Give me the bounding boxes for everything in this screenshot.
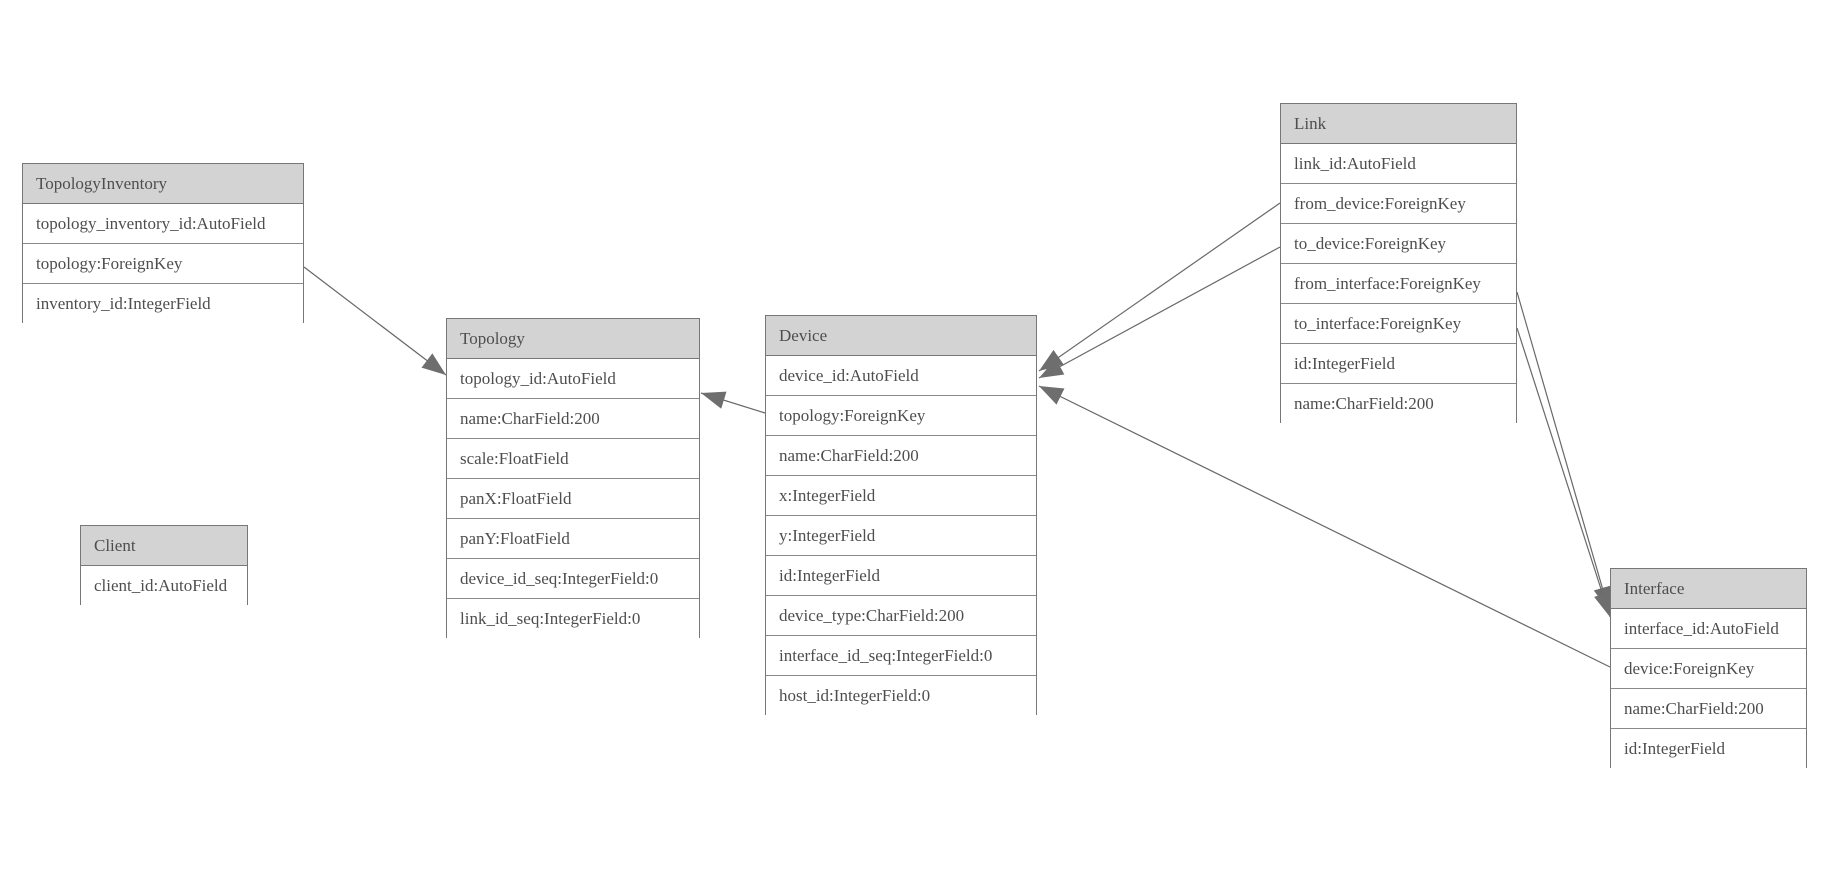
field-row: to_device:ForeignKey — [1281, 224, 1516, 264]
edge-Link.to_device-to-Device — [1038, 246, 1281, 379]
field-row: topology_id:AutoField — [447, 359, 699, 399]
entity-title: Interface — [1611, 569, 1806, 609]
edge-Interface.device-to-Device — [1038, 385, 1611, 668]
field-row: device:ForeignKey — [1611, 649, 1806, 689]
field-row: id:IntegerField — [766, 556, 1036, 596]
field-row: device_type:CharField:200 — [766, 596, 1036, 636]
entity-title: Topology — [447, 319, 699, 359]
edge-Link.from_device-to-Device — [1038, 202, 1281, 372]
edge-Device.topology-to-Topology — [700, 391, 766, 414]
field-row: scale:FloatField — [447, 439, 699, 479]
entity-title: TopologyInventory — [23, 164, 303, 204]
field-row: client_id:AutoField — [81, 566, 247, 606]
field-row: y:IntegerField — [766, 516, 1036, 556]
field-row: interface_id:AutoField — [1611, 609, 1806, 649]
entity-title: Device — [766, 316, 1036, 356]
field-row: inventory_id:IntegerField — [23, 284, 303, 324]
entity-title: Client — [81, 526, 247, 566]
field-row: device_id_seq:IntegerField:0 — [447, 559, 699, 599]
field-row: topology:ForeignKey — [766, 396, 1036, 436]
field-row: x:IntegerField — [766, 476, 1036, 516]
field-row: id:IntegerField — [1281, 344, 1516, 384]
field-row: name:CharField:200 — [766, 436, 1036, 476]
field-row: device_id:AutoField — [766, 356, 1036, 396]
field-row: panX:FloatField — [447, 479, 699, 519]
entity-title: Link — [1281, 104, 1516, 144]
field-row: from_device:ForeignKey — [1281, 184, 1516, 224]
field-row: interface_id_seq:IntegerField:0 — [766, 636, 1036, 676]
field-row: topology_inventory_id:AutoField — [23, 204, 303, 244]
field-row: topology:ForeignKey — [23, 244, 303, 284]
edge-Link.to_interface-to-Interface — [1516, 327, 1612, 618]
edge-Link.from_interface-to-Interface — [1516, 291, 1611, 612]
field-row: to_interface:ForeignKey — [1281, 304, 1516, 344]
field-row: id:IntegerField — [1611, 729, 1806, 769]
edge-TopologyInventory.topology-to-Topology — [303, 266, 447, 376]
field-row: from_interface:ForeignKey — [1281, 264, 1516, 304]
field-row: link_id:AutoField — [1281, 144, 1516, 184]
field-row: panY:FloatField — [447, 519, 699, 559]
field-row: name:CharField:200 — [447, 399, 699, 439]
field-row: link_id_seq:IntegerField:0 — [447, 599, 699, 639]
field-row: name:CharField:200 — [1281, 384, 1516, 424]
field-row: host_id:IntegerField:0 — [766, 676, 1036, 716]
field-row: name:CharField:200 — [1611, 689, 1806, 729]
